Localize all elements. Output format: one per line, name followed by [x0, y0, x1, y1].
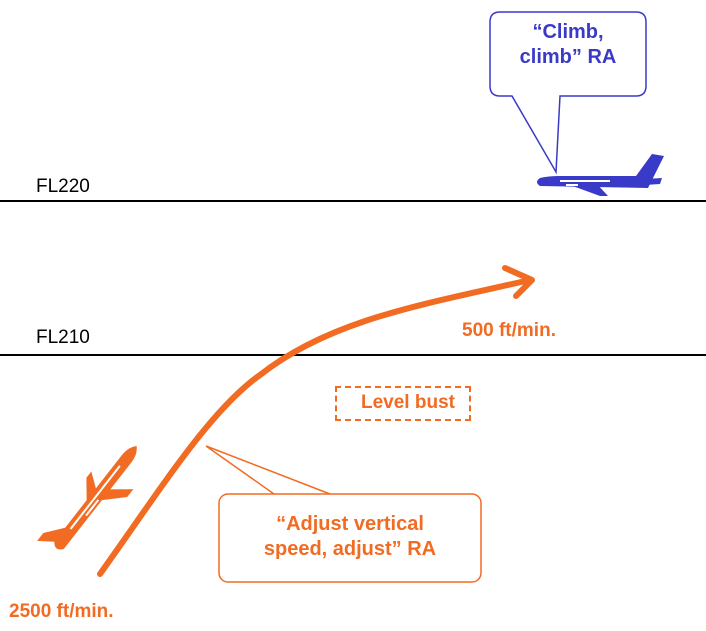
climb-ra-line1: “Climb,	[532, 21, 604, 43]
climb-ra-callout: “Climb, climb” RA	[492, 20, 644, 70]
climb-trajectory	[97, 277, 533, 577]
initial-rate-label: 2500 ft/min.	[9, 601, 114, 622]
adjust-ra-line2: speed, adjust” RA	[263, 538, 437, 560]
adjust-ra-bubble	[218, 493, 482, 583]
adjust-ra-leader	[205, 445, 331, 495]
climb-ra-bubble	[489, 11, 647, 175]
adjust-ra-line1: “Adjust vertical	[276, 513, 424, 535]
final-rate-label: 500 ft/min.	[462, 320, 556, 341]
adjust-ra-callout: “Adjust vertical speed, adjust” RA	[219, 512, 481, 562]
level-bust-label: Level bust	[335, 386, 471, 421]
upper-aircraft-icon	[537, 154, 664, 196]
trajectory-arrowhead	[502, 265, 535, 299]
lower-aircraft-icon	[37, 445, 137, 550]
fl220-label: FL220	[36, 176, 90, 197]
fl210-label: FL210	[36, 327, 90, 348]
climb-ra-line2: climb” RA	[519, 46, 617, 68]
